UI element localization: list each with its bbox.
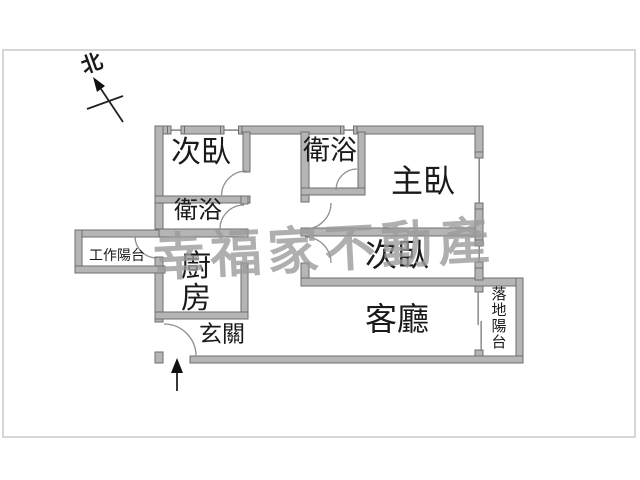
entrance-arrow-icon (171, 358, 183, 391)
room-label-work-balcony: 工作陽台 (89, 249, 145, 264)
room-label-floor-balcony: 落地陽台 (491, 287, 507, 351)
door-arc-work-balcony (134, 235, 158, 259)
windows (167, 125, 480, 262)
door-arc-entry (163, 323, 197, 357)
room-label-bathroom-top: 衛浴 (303, 135, 357, 166)
room-label-bathroom-middle: 衛浴 (174, 198, 222, 224)
door-arc-bathroom-middle (219, 204, 245, 230)
north-arrow-icon (86, 77, 124, 123)
room-label-bedroom-middle: 次臥 (364, 237, 430, 273)
room-label-entry: 玄關 (199, 321, 245, 347)
room-label-bedroom-top-left: 次臥 (171, 136, 231, 169)
walls (74, 125, 524, 364)
door-arcs (134, 168, 358, 357)
room-label-master-bedroom: 主臥 (390, 163, 456, 199)
door-arc-bedroom-middle (304, 236, 332, 264)
door-arc-bathroom-top (335, 168, 358, 191)
door-arc-bedroom-top-left (220, 170, 247, 197)
sliding-door (474, 285, 484, 357)
door-arc-hallway (304, 202, 332, 230)
room-label-living-room: 客廳 (364, 301, 430, 337)
room-label-kitchen: 廚房 (181, 250, 211, 315)
